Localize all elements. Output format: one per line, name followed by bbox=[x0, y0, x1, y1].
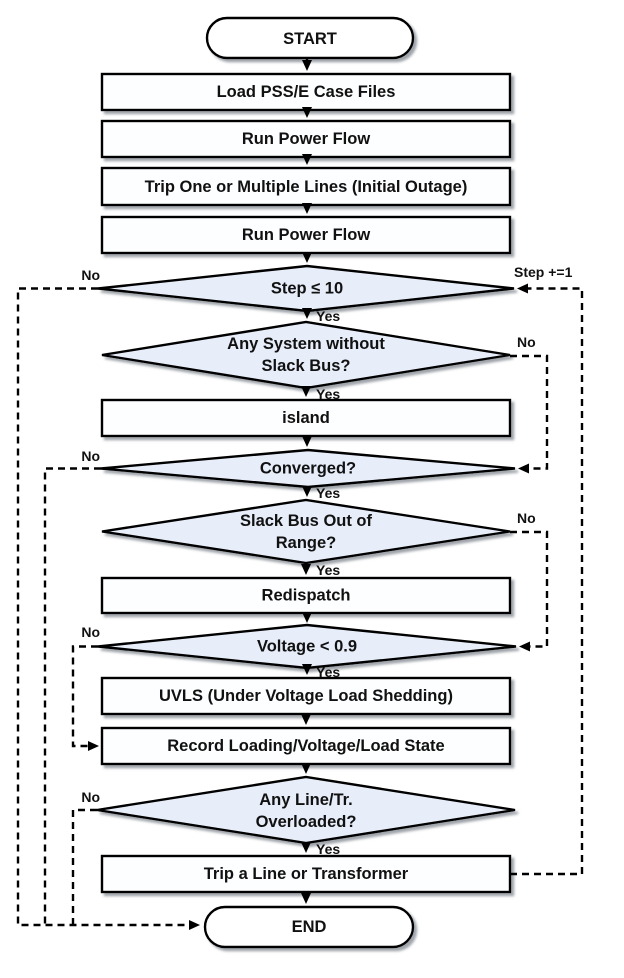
node-trip-line-transformer: Trip a Line or Transformer bbox=[100, 854, 512, 894]
node-record-state: Record Loading/Voltage/Load State bbox=[100, 726, 512, 766]
node-island: island bbox=[100, 398, 512, 438]
node-redispatch: Redispatch bbox=[100, 576, 512, 615]
step-check-label: Step ≤ 10 bbox=[271, 280, 343, 298]
no-label-voltage: No bbox=[81, 624, 100, 640]
converged-diamond bbox=[100, 448, 516, 489]
uvls-label: UVLS (Under Voltage Load Shedding) bbox=[159, 687, 453, 705]
uvls-shape bbox=[100, 676, 512, 716]
redispatch-label: Redispatch bbox=[262, 587, 351, 605]
no-label-step: No bbox=[81, 267, 100, 283]
node-run-power-flow-1: Run Power Flow bbox=[100, 119, 512, 159]
end-label: END bbox=[292, 918, 327, 936]
edge-anysystem-no-converged bbox=[510, 354, 549, 474]
edge-voltage-no-record bbox=[71, 645, 99, 751]
no-label-slack: No bbox=[517, 510, 536, 526]
node-end: END bbox=[203, 905, 415, 949]
system-without-slack-diamond bbox=[101, 320, 511, 390]
slack-out-of-range-label-line2: Range? bbox=[276, 534, 337, 552]
start-terminator-shape bbox=[205, 16, 415, 60]
system-without-slack-label-line1: Any System without bbox=[227, 335, 385, 353]
load-case-files-shape bbox=[100, 72, 512, 112]
load-case-files-label: Load PSS/E Case Files bbox=[217, 83, 396, 101]
node-start: START bbox=[205, 16, 415, 60]
line-overloaded-label-line2: Overloaded? bbox=[256, 813, 357, 831]
node-line-overloaded: Any Line/Tr. Overloaded? bbox=[96, 775, 516, 845]
node-system-without-slack: Any System without Slack Bus? bbox=[101, 320, 511, 390]
voltage-check-label: Voltage < 0.9 bbox=[257, 638, 357, 656]
system-without-slack-label-line2: Slack Bus? bbox=[262, 357, 351, 375]
node-uvls: UVLS (Under Voltage Load Shedding) bbox=[100, 676, 512, 716]
start-label: START bbox=[283, 30, 337, 48]
no-label-converged: No bbox=[81, 448, 100, 464]
node-trip-initial-outage: Trip One or Multiple Lines (Initial Outa… bbox=[100, 166, 512, 207]
island-label: island bbox=[282, 409, 330, 427]
run-power-flow-2-label: Run Power Flow bbox=[242, 226, 371, 244]
edge-converged-no-end bbox=[43, 467, 101, 925]
yes-label-slack: Yes bbox=[316, 562, 340, 578]
yes-label-overloaded: Yes bbox=[316, 841, 340, 857]
yes-label-converged: Yes bbox=[316, 485, 340, 501]
slack-out-of-range-diamond bbox=[101, 498, 511, 565]
trip-initial-outage-shape bbox=[100, 166, 512, 207]
node-step-check: Step ≤ 10 bbox=[97, 264, 515, 313]
step-check-diamond bbox=[97, 264, 515, 313]
trip-line-transformer-label: Trip a Line or Transformer bbox=[204, 865, 409, 883]
node-load-case-files: Load PSS/E Case Files bbox=[100, 72, 512, 112]
yes-label-voltage: Yes bbox=[316, 664, 340, 680]
slack-out-of-range-label-line1: Slack Bus Out of bbox=[240, 512, 373, 530]
node-run-power-flow-2: Run Power Flow bbox=[100, 215, 512, 255]
line-overloaded-label-line1: Any Line/Tr. bbox=[259, 791, 353, 809]
edge-tripline-step-loop bbox=[510, 283, 584, 876]
no-label-overloaded: No bbox=[81, 789, 100, 805]
node-converged: Converged? bbox=[100, 448, 516, 489]
edge-step-no-end bbox=[16, 287, 200, 930]
trip-line-transformer-shape bbox=[100, 854, 512, 894]
step-increment-label: Step +=1 bbox=[514, 264, 573, 280]
voltage-check-diamond bbox=[97, 623, 517, 670]
edge-slack-no-voltage bbox=[510, 530, 549, 652]
node-voltage-check: Voltage < 0.9 bbox=[97, 623, 517, 670]
yes-label-anysystem: Yes bbox=[316, 386, 340, 402]
run-power-flow-1-label: Run Power Flow bbox=[242, 130, 371, 148]
island-shape bbox=[100, 398, 512, 438]
run-power-flow-1-shape bbox=[100, 119, 512, 159]
trip-initial-outage-label: Trip One or Multiple Lines (Initial Outa… bbox=[145, 178, 468, 196]
converged-label: Converged? bbox=[260, 460, 356, 478]
record-state-label: Record Loading/Voltage/Load State bbox=[167, 737, 444, 755]
line-overloaded-diamond bbox=[96, 775, 516, 845]
no-label-anysystem: No bbox=[517, 334, 536, 350]
edge-overloaded-no-end bbox=[71, 808, 97, 925]
yes-label-step: Yes bbox=[316, 308, 340, 324]
end-terminator-shape bbox=[203, 905, 415, 949]
node-slack-out-of-range: Slack Bus Out of Range? bbox=[101, 498, 511, 565]
